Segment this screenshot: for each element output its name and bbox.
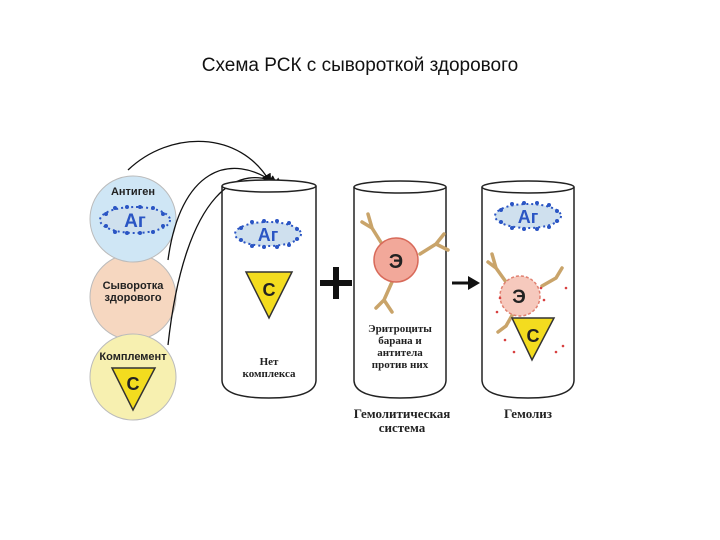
- tube2-caption: Гемолитическая система: [353, 406, 451, 435]
- complement-triangle-tube3: [510, 317, 556, 362]
- erythrocyte-tube2: [373, 237, 419, 283]
- tube2-label: Эритроциты барана и антитела против них: [368, 323, 432, 371]
- tube1-label: Нет комплекса: [242, 356, 296, 380]
- antibodies-tube3: [486, 252, 564, 334]
- antigen-ellipse-left: [99, 205, 171, 235]
- antigen-symbol-tube1: Аг: [258, 225, 279, 245]
- erythrocyte-tube3: [499, 275, 541, 317]
- cell-symbol-tube3: Э: [512, 287, 526, 308]
- plus-icon: [320, 267, 352, 299]
- arrow-right-icon: [452, 276, 480, 290]
- tube-1: [221, 179, 317, 399]
- complement-symbol-left: С: [127, 374, 140, 394]
- antigen-label: Антиген: [110, 186, 156, 198]
- antigen-ellipse-tube1: [234, 219, 302, 249]
- page-title: Схема РСК с сывороткой здорового: [201, 55, 519, 76]
- serum-label: Сыворотка здорового: [102, 280, 164, 304]
- complement-symbol-tube3: С: [527, 326, 540, 346]
- tube3-caption: Гемолиз: [503, 406, 553, 421]
- antigen-symbol-tube3: Аг: [518, 207, 539, 227]
- antigen-ellipse-tube3: [494, 201, 562, 231]
- tube-2: [353, 180, 447, 399]
- arrow-serum: [167, 167, 279, 261]
- complement-triangle-left: [110, 367, 157, 412]
- tube-3: [481, 180, 575, 399]
- complement-triangle-tube1: [244, 271, 294, 320]
- complement-label: Комплемент: [99, 351, 167, 363]
- arrow-complement: [167, 177, 285, 346]
- complement-symbol-tube1: С: [263, 280, 276, 300]
- cell-symbol-tube2: Э: [389, 251, 403, 273]
- hemolysis-dots: [495, 286, 568, 354]
- arrow-antigen: [127, 140, 272, 185]
- antibodies-tube2: [360, 212, 450, 314]
- antigen-symbol-left: Аг: [124, 211, 146, 232]
